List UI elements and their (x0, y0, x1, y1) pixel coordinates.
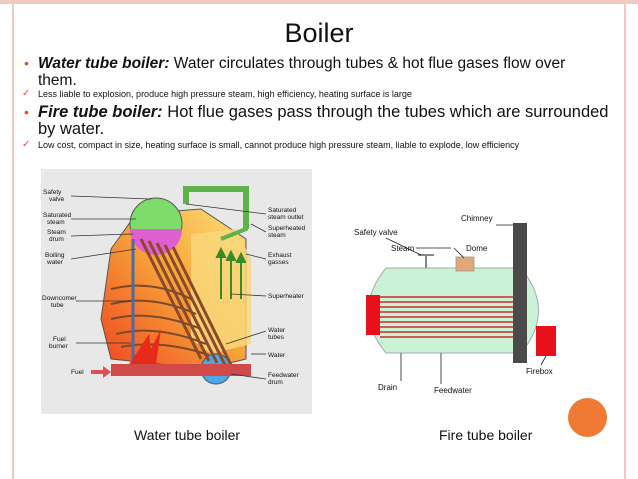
bullet-term: Fire tube boiler: (38, 103, 163, 121)
label-feedwater-drum: Feedwater (268, 372, 300, 379)
label-superheated-steam: steam (268, 232, 286, 239)
bullet-dot-icon: • (24, 55, 29, 71)
bullet-water-tube: • Water tube boiler: Water circulates th… (24, 55, 608, 89)
label-fuel-burner: Fuel (53, 336, 66, 343)
bullet-fire-tube: • Fire tube boiler: Hot flue gases pass … (24, 103, 613, 138)
fire-tube-boiler-diagram: Chimney Safety valve Steam Dome Drain Fe… (346, 183, 566, 403)
label-exhaust: Exhaust (268, 252, 292, 259)
label-firebox: Firebox (526, 367, 553, 376)
sub-bullet-text: Less liable to explosion, produce high p… (38, 89, 412, 99)
sub-bullet-water-tube: ✓ Less liable to explosion, produce high… (22, 88, 608, 99)
decorative-circle (568, 398, 607, 437)
label-chimney: Chimney (461, 214, 493, 223)
label-superheater: Superheater (268, 293, 305, 300)
label-downcomer: Downcomer (42, 295, 78, 302)
check-icon: ✓ (22, 88, 31, 99)
slide-border-top (0, 0, 638, 4)
label-safety-valve: Safety valve (354, 228, 398, 237)
label-fuel: Fuel (71, 369, 84, 376)
bullet-term: Water tube boiler: (38, 55, 170, 72)
label-feedwater-drum: drum (268, 379, 283, 386)
label-water-tubes: Water (268, 327, 286, 334)
label-superheated-steam: Superheated (268, 225, 306, 232)
slide-border-right (624, 0, 626, 479)
label-boiling-water: water (46, 259, 64, 266)
label-saturated-steam: steam (47, 219, 65, 226)
label-downcomer: tube (51, 302, 64, 309)
label-fuel-burner: burner (49, 343, 69, 350)
label-water-tubes: tubes (268, 334, 285, 341)
bullet-text: Water circulates through tubes & hot flu… (38, 55, 566, 89)
water-tube-boiler-diagram: Safety valve Saturated steam Steam drum … (41, 169, 312, 414)
label-exhaust: gasses (268, 259, 289, 266)
label-safety-valve: Safety (43, 189, 62, 196)
slide-title: Boiler (284, 18, 354, 48)
label-steam-drum: Steam (47, 229, 66, 236)
label-sat-steam-outlet: Saturated (268, 207, 297, 214)
sub-bullet-text: Low cost, compact in size, heating surfa… (38, 140, 520, 150)
label-saturated-steam: Saturated (43, 212, 72, 219)
caption-water-tube-boiler: Water tube boiler (134, 427, 241, 443)
label-safety-valve: valve (49, 196, 65, 203)
check-icon: ✓ (22, 139, 31, 150)
label-sat-steam-outlet: steam outlet (268, 214, 304, 221)
sub-bullet-fire-tube: ✓ Low cost, compact in size, heating sur… (22, 139, 598, 151)
label-feedwater: Feedwater (434, 386, 472, 395)
label-steam-drum: drum (49, 236, 64, 243)
bullet-text: Hot flue gases pass through the tubes wh… (38, 103, 609, 138)
bullet-dot-icon: • (24, 104, 29, 120)
label-drain: Drain (378, 383, 397, 392)
slide-border-left (12, 0, 14, 479)
label-dome: Dome (466, 244, 488, 253)
label-water: Water (268, 352, 286, 359)
label-boiling-water: Boiling (45, 252, 65, 259)
label-steam: Steam (391, 244, 414, 253)
caption-fire-tube-boiler: Fire tube boiler (439, 427, 533, 443)
